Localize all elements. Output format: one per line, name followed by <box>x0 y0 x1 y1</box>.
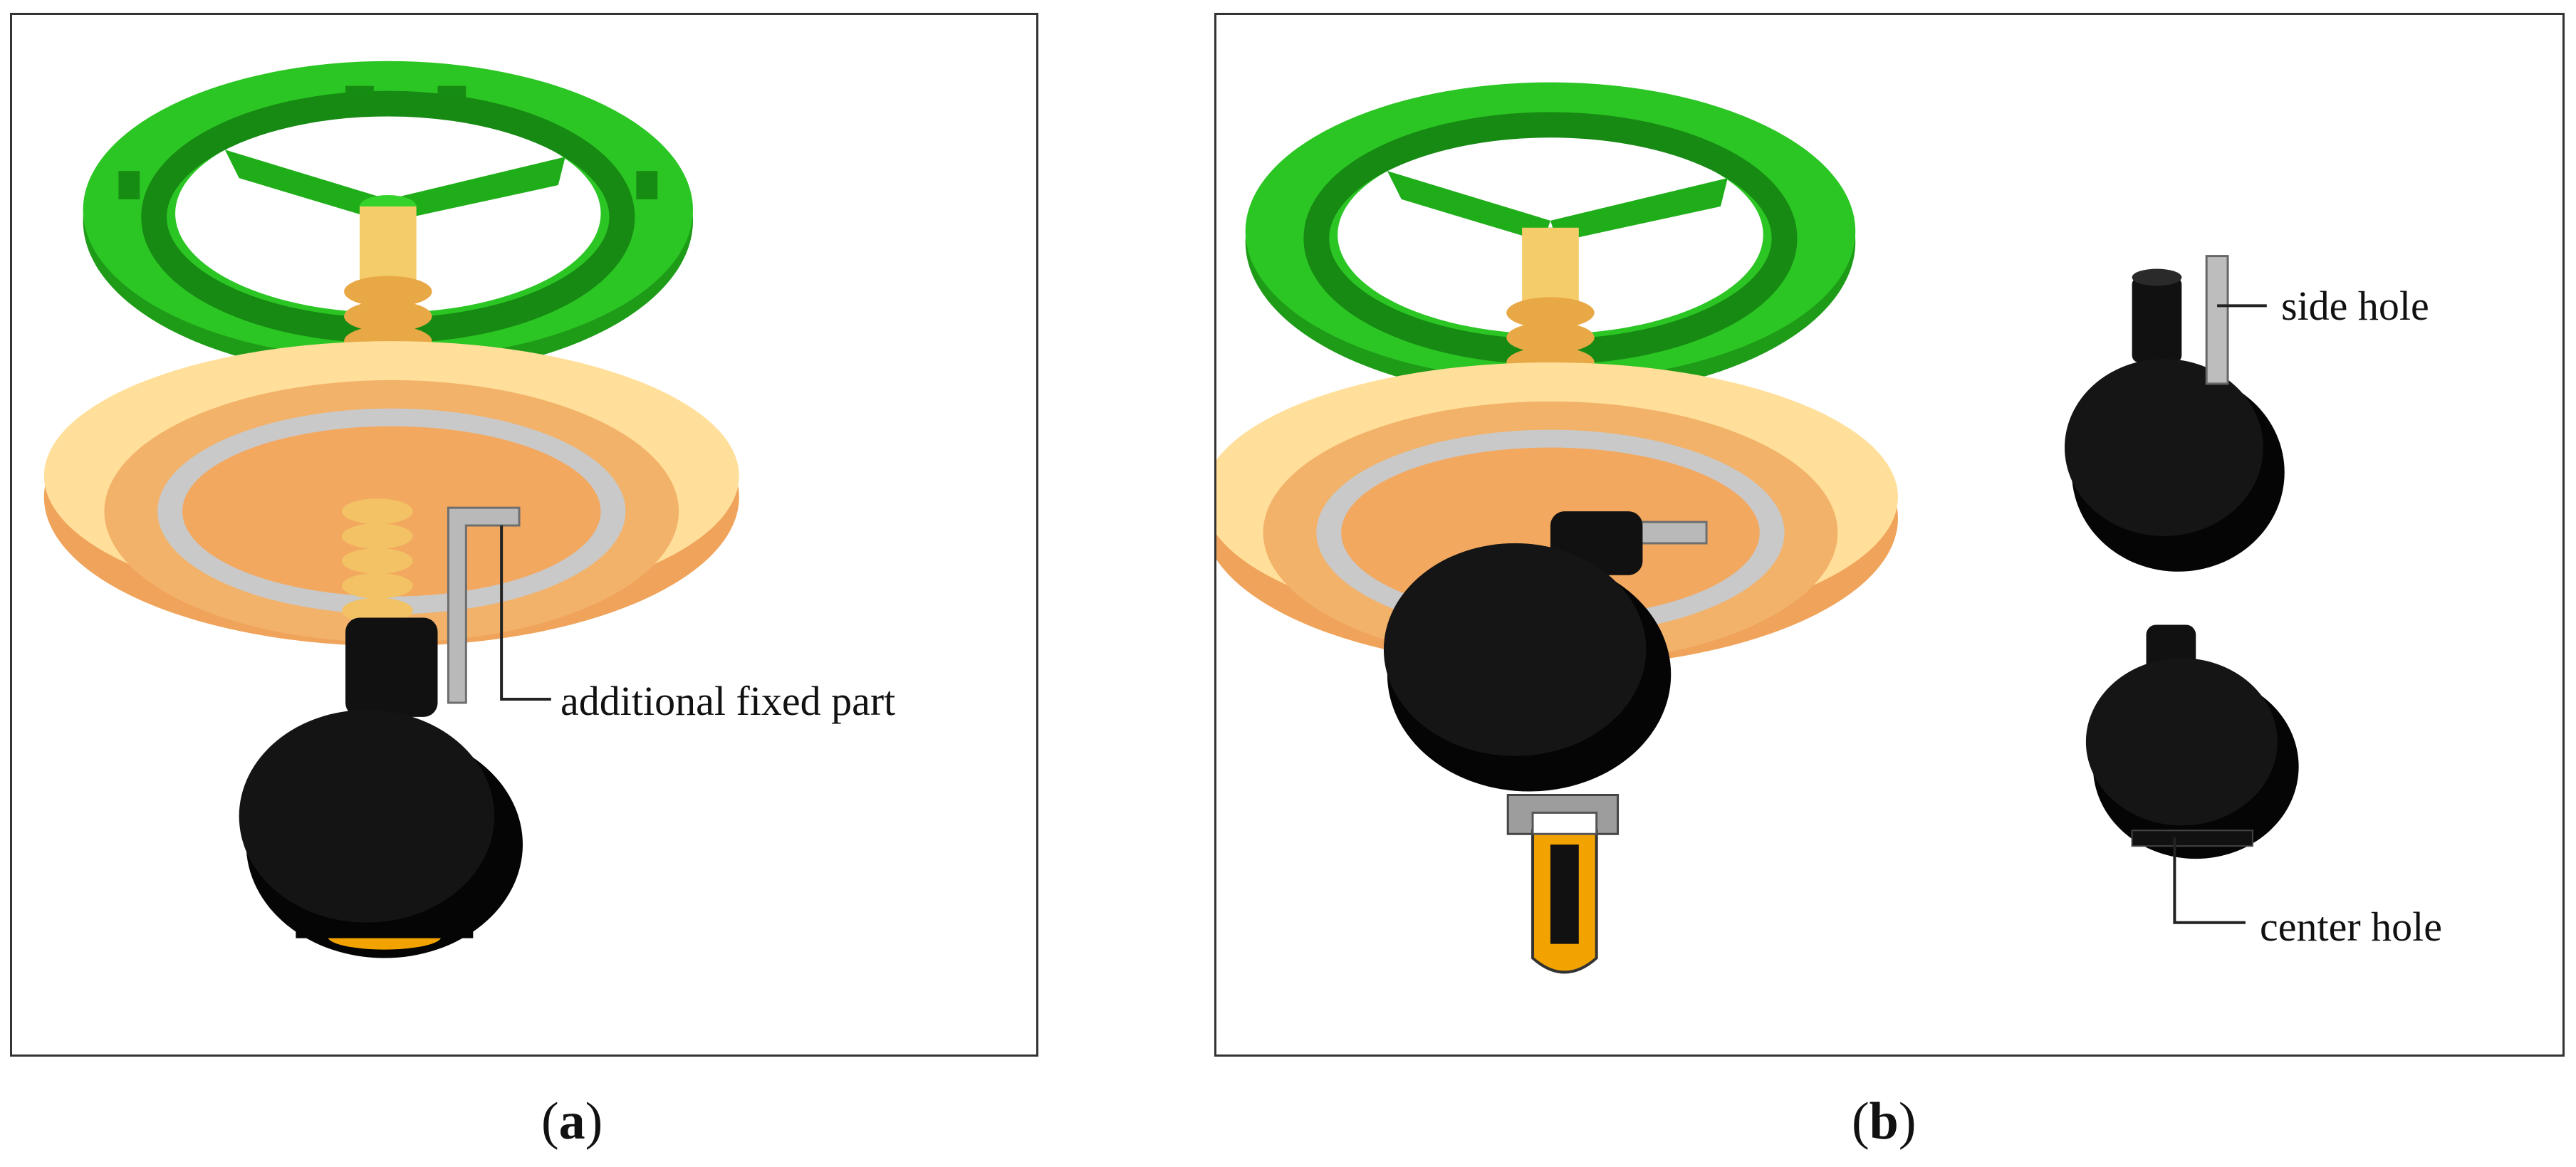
valve-assembly-illustration-b <box>1216 82 2299 974</box>
stem-lower <box>342 498 413 624</box>
valve-assembly-illustration-a <box>43 61 739 958</box>
annotation-additional-fixed-part: additional fixed part <box>560 678 896 724</box>
annotation-leader-line <box>500 525 551 701</box>
sensor-body <box>239 617 523 958</box>
caption-b: (b) <box>1852 1092 1917 1151</box>
annotation-leader-center-hole <box>2173 837 2246 924</box>
annotation-side-hole: side hole <box>2281 283 2429 329</box>
sensor-part-side-hole <box>2064 255 2285 572</box>
additional-fixed-part-bracket <box>447 506 521 704</box>
sensor-part-center-hole <box>2085 624 2299 859</box>
sensor-body-mounted <box>1383 511 1672 792</box>
annotation-center-hole: center hole <box>2260 904 2443 950</box>
caption-a-letter: a <box>558 1092 585 1151</box>
panel-b: side hole center hole <box>1214 13 2565 1057</box>
caption-b-letter: b <box>1869 1092 1899 1151</box>
flange <box>43 341 739 647</box>
panel-a: additional fixed part <box>10 13 1038 1057</box>
caption-a: (a) <box>541 1092 603 1151</box>
sensor-plug <box>1506 794 1620 974</box>
